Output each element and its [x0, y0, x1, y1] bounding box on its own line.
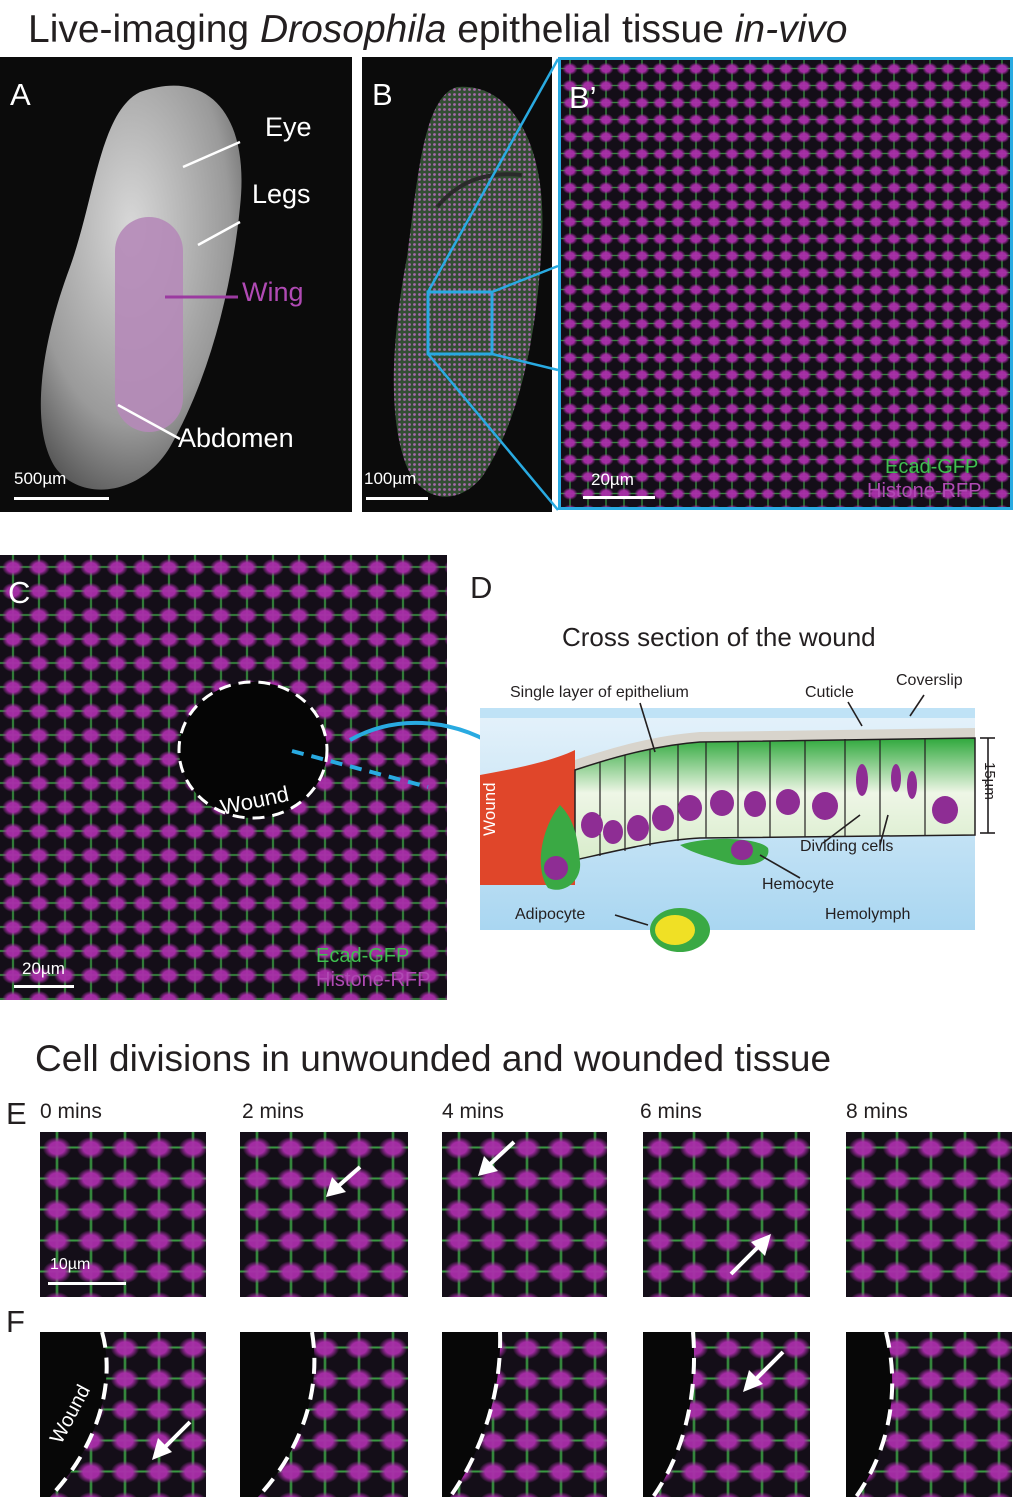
scale-bar-label: 20µm — [591, 470, 634, 489]
frame-f-0: Wound — [40, 1332, 206, 1497]
time-label-8: 8 mins — [846, 1100, 908, 1123]
label-dividing-cells: Dividing cells — [800, 838, 894, 855]
legend-histone: Histone-RFP — [867, 480, 982, 502]
label-hemolymph: Hemolymph — [825, 906, 911, 923]
wound-overlay — [177, 680, 429, 820]
wound-edge — [846, 1332, 895, 1497]
scale-bar — [583, 496, 655, 499]
panel-a-image: A Eye Legs Wing Abdomen 500µm — [0, 57, 352, 512]
time-label-4: 4 mins — [442, 1100, 504, 1123]
zoom-connector — [426, 58, 560, 511]
label-eye: Eye — [265, 112, 312, 142]
label-abdomen: Abdomen — [178, 423, 294, 453]
arrow-icon — [729, 1234, 771, 1276]
frame-e-0: 10µm — [40, 1132, 206, 1297]
panel-b-prime-letter: B’ — [569, 80, 597, 115]
scale-bar-label: 20µm — [22, 959, 65, 978]
figure-title-bottom: Cell divisions in unwounded and wounded … — [35, 1038, 832, 1079]
legend-ecad: Ecad-GFP — [316, 945, 410, 967]
cross-section-title: Cross section of the wound — [562, 622, 876, 652]
label-hemocyte: Hemocyte — [762, 876, 835, 893]
panel-e-letter: E — [6, 1096, 27, 1131]
scale-bar-label: 10µm — [50, 1256, 91, 1273]
scale-bar — [14, 985, 74, 988]
frame-e-8 — [846, 1132, 1012, 1297]
panel-c-letter: C — [8, 575, 31, 610]
scale-bar — [366, 497, 428, 500]
label-adipocyte: Adipocyte — [515, 906, 586, 923]
label-wound-diagram: Wound — [480, 782, 499, 836]
frame-f-4 — [442, 1332, 607, 1497]
scale-bar — [48, 1282, 126, 1285]
time-label-0: 0 mins — [40, 1100, 102, 1123]
panel-c-image: C Wound 20µm Ecad-GFP Histone-RFP — [0, 555, 447, 1000]
wound-edge — [40, 1332, 192, 1497]
frame-f-6 — [643, 1332, 810, 1497]
legend-histone: Histone-RFP — [316, 969, 431, 991]
wound-edge — [442, 1332, 503, 1497]
panel-b-letter: B — [372, 77, 393, 112]
pupa-illustration — [40, 85, 242, 490]
frame-e-2 — [240, 1132, 408, 1297]
panel-f-letter: F — [6, 1304, 25, 1339]
figure-title-top: Live-imaging Drosophila epithelial tissu… — [28, 8, 848, 51]
scale-bar-label: 100µm — [364, 469, 417, 488]
scale-bar — [14, 497, 109, 500]
label-legs: Legs — [252, 179, 311, 209]
panel-a-letter: A — [10, 77, 31, 112]
wound-edge — [240, 1332, 317, 1497]
arrow-icon — [478, 1140, 516, 1176]
label-thickness: 15µm — [981, 762, 998, 800]
label-wing: Wing — [242, 277, 304, 307]
label-single-layer: Single layer of epithelium — [510, 684, 689, 701]
label-coverslip: Coverslip — [896, 672, 963, 689]
legend-ecad: Ecad-GFP — [885, 456, 979, 478]
frame-e-6 — [643, 1132, 810, 1297]
time-label-2: 2 mins — [242, 1100, 304, 1123]
arrow-icon — [326, 1165, 362, 1197]
frame-f-2 — [240, 1332, 408, 1497]
time-label-6: 6 mins — [640, 1100, 702, 1123]
frame-e-4 — [442, 1132, 607, 1297]
panel-b-prime-image: B’ 20µm Ecad-GFP Histone-RFP — [558, 57, 1013, 510]
panel-d-letter: D — [470, 570, 493, 605]
label-cuticle: Cuticle — [805, 684, 854, 701]
wound-edge — [643, 1332, 785, 1497]
scale-bar-label: 500µm — [14, 469, 67, 488]
frame-f-8 — [846, 1332, 1012, 1497]
